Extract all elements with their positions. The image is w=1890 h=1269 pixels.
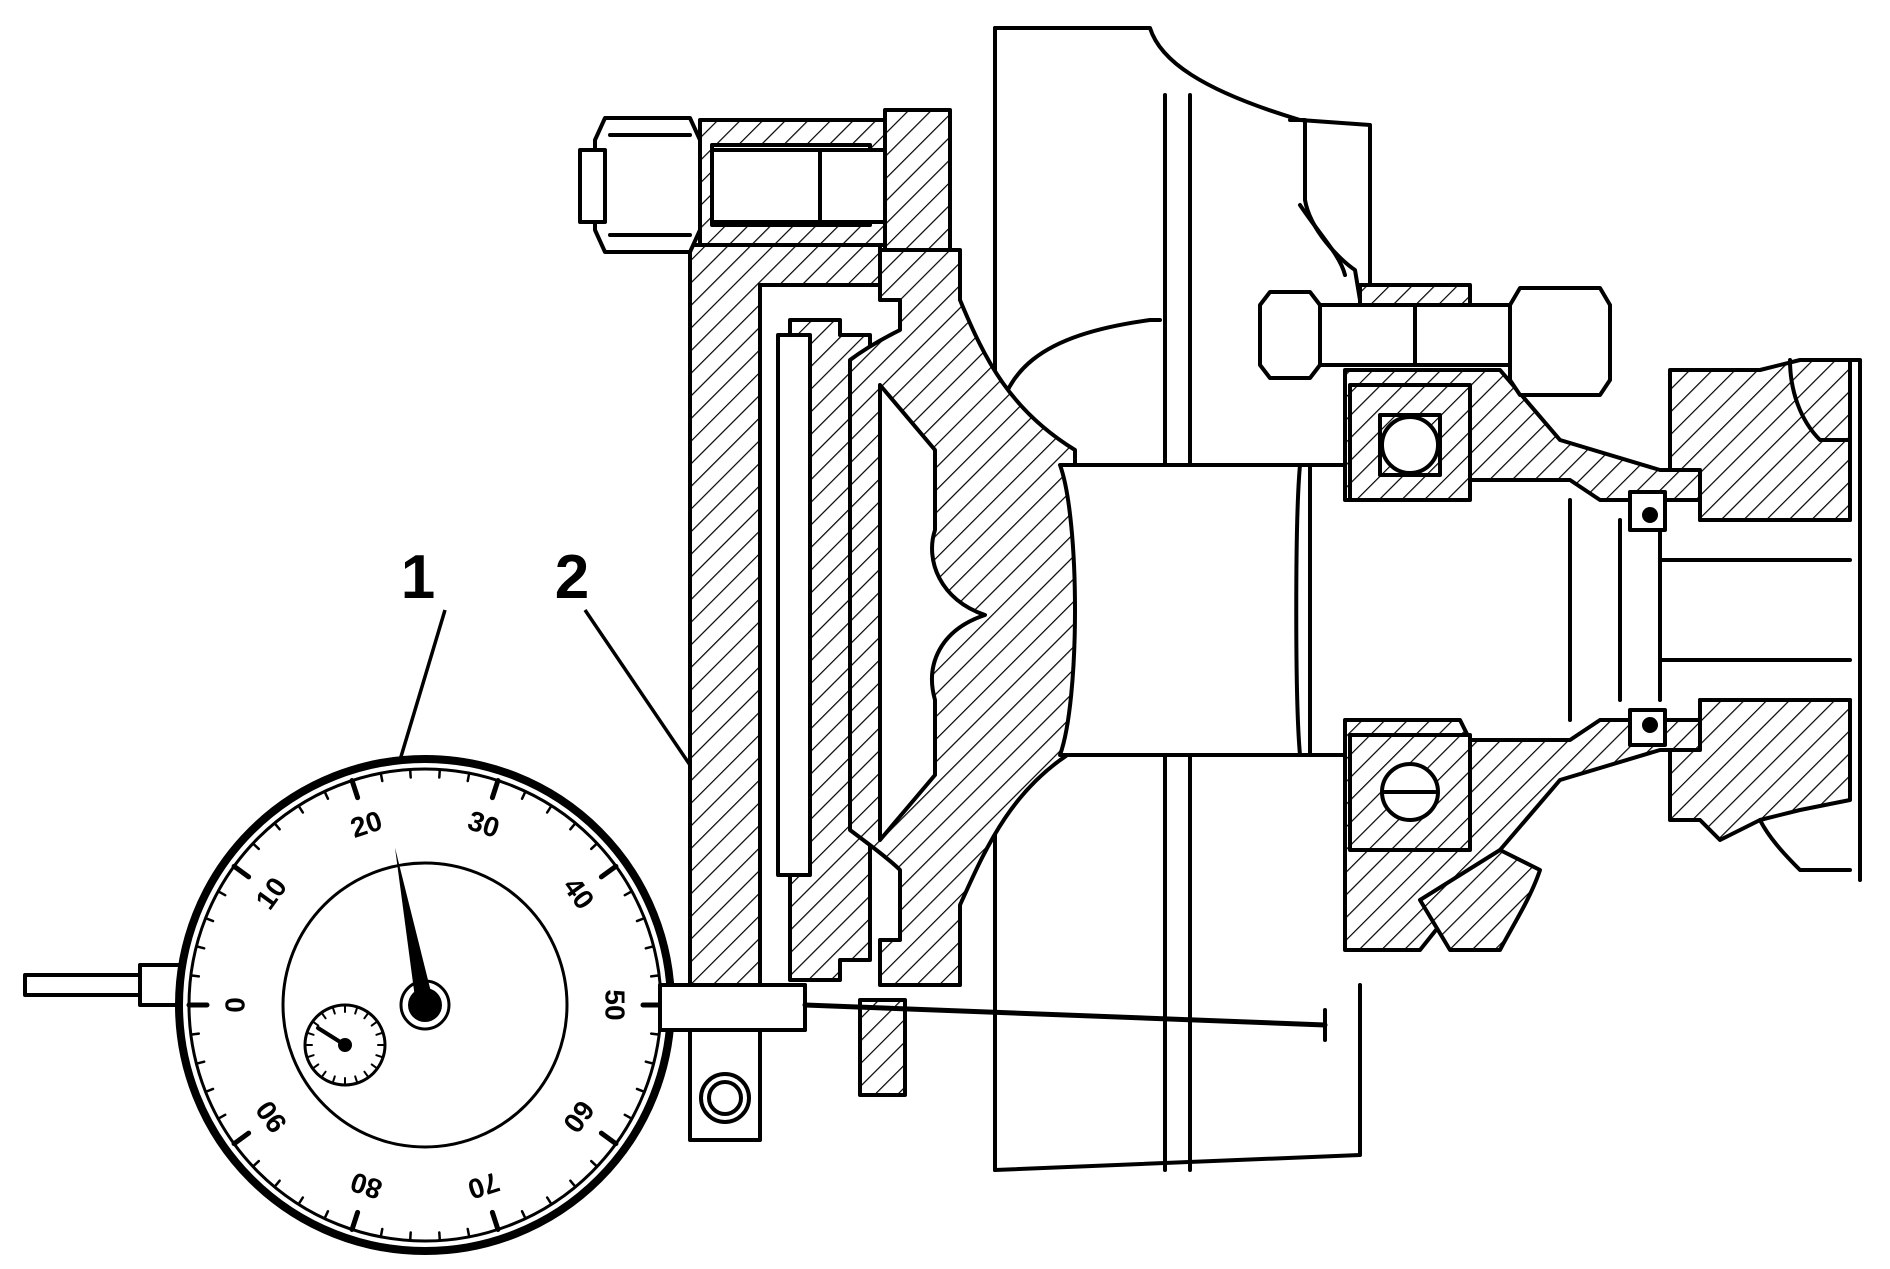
dial-tick bbox=[408, 1231, 412, 1242]
dial-tick bbox=[438, 768, 442, 779]
dial-tick bbox=[489, 778, 501, 801]
dial-tick bbox=[204, 916, 215, 923]
dial-tick bbox=[489, 1209, 501, 1232]
hub-bolt bbox=[1258, 283, 1612, 397]
callout-leaders bbox=[398, 609, 692, 766]
dial-tick bbox=[204, 1087, 215, 1094]
dial-tick bbox=[466, 1227, 471, 1239]
dial-tick bbox=[649, 974, 661, 978]
leader-2 bbox=[583, 609, 692, 766]
dial-tick bbox=[273, 821, 281, 831]
dial-tick bbox=[195, 945, 206, 950]
counter-tick bbox=[320, 1070, 327, 1079]
callout-1-label: 1 bbox=[401, 543, 435, 612]
dial-tick bbox=[195, 1060, 206, 1065]
counter-tick bbox=[363, 1070, 370, 1079]
callout-2-label: 2 bbox=[555, 543, 589, 612]
dial-tick bbox=[623, 890, 634, 897]
leader-1 bbox=[398, 609, 447, 761]
dial-tick bbox=[216, 1113, 227, 1120]
dial-tick bbox=[273, 1179, 281, 1189]
dial-tick bbox=[545, 804, 553, 814]
dial-tick bbox=[323, 1210, 330, 1220]
counter-tick bbox=[363, 1011, 370, 1020]
dial-label-50: 50 bbox=[600, 989, 631, 1020]
bearing-upper bbox=[1348, 383, 1472, 502]
clamp-nut bbox=[578, 116, 702, 254]
dial-tick bbox=[297, 1196, 305, 1206]
counter-tick bbox=[370, 1020, 379, 1027]
dial-tick bbox=[379, 1227, 384, 1239]
seal-upper bbox=[1628, 490, 1667, 532]
dial-tick bbox=[623, 1113, 634, 1120]
dial-tick bbox=[216, 890, 227, 897]
dial-tick bbox=[569, 821, 577, 831]
counter-tick bbox=[354, 1005, 359, 1015]
counter-tick bbox=[354, 1075, 359, 1085]
dial-tick bbox=[189, 974, 201, 978]
dial-tick bbox=[644, 945, 655, 950]
dial-tick bbox=[408, 768, 412, 779]
dial-tick bbox=[323, 790, 330, 800]
dial-tick bbox=[520, 1210, 527, 1220]
dial-tick bbox=[231, 863, 252, 880]
bracket-fixture bbox=[658, 108, 952, 1142]
dial-tick bbox=[438, 1231, 442, 1242]
bearing-lower bbox=[1348, 733, 1472, 852]
counter-tick bbox=[370, 1063, 379, 1070]
counter-tick bbox=[305, 1031, 315, 1036]
dial-tick bbox=[379, 771, 384, 783]
hub-body bbox=[1058, 463, 1347, 757]
dial-tick bbox=[297, 804, 305, 814]
dial-tick bbox=[649, 1032, 661, 1036]
counter-tick bbox=[320, 1011, 327, 1020]
dial-tick bbox=[545, 1196, 553, 1206]
seal-lower bbox=[1628, 708, 1667, 747]
counter-tick bbox=[311, 1063, 320, 1070]
dial-tick bbox=[251, 1159, 261, 1168]
counter-tick bbox=[311, 1020, 320, 1027]
counter-tick bbox=[331, 1075, 336, 1085]
dial-tick bbox=[589, 842, 599, 851]
dial-needle bbox=[395, 847, 451, 1031]
dial-tick bbox=[589, 1159, 599, 1168]
dial-tick bbox=[569, 1179, 577, 1189]
dial-tick bbox=[349, 1209, 361, 1232]
counter-tick bbox=[375, 1031, 385, 1036]
dial-tick bbox=[520, 790, 527, 800]
dial-tick bbox=[644, 1060, 655, 1065]
dial-tick bbox=[635, 916, 646, 923]
dial-tick bbox=[349, 778, 361, 801]
dial-tick bbox=[466, 771, 471, 783]
counter-tick bbox=[331, 1005, 336, 1015]
dial-tick bbox=[189, 1032, 201, 1036]
counter-tick bbox=[305, 1054, 315, 1059]
dial-tick bbox=[251, 842, 261, 851]
dial-label-0: 0 bbox=[220, 997, 251, 1013]
dial-tick bbox=[635, 1087, 646, 1094]
dial-tick bbox=[231, 1130, 252, 1147]
counter-tick bbox=[375, 1054, 385, 1059]
dial-tick bbox=[598, 863, 619, 880]
dial-tick bbox=[598, 1130, 619, 1147]
brake-disc-section bbox=[776, 248, 1077, 1097]
